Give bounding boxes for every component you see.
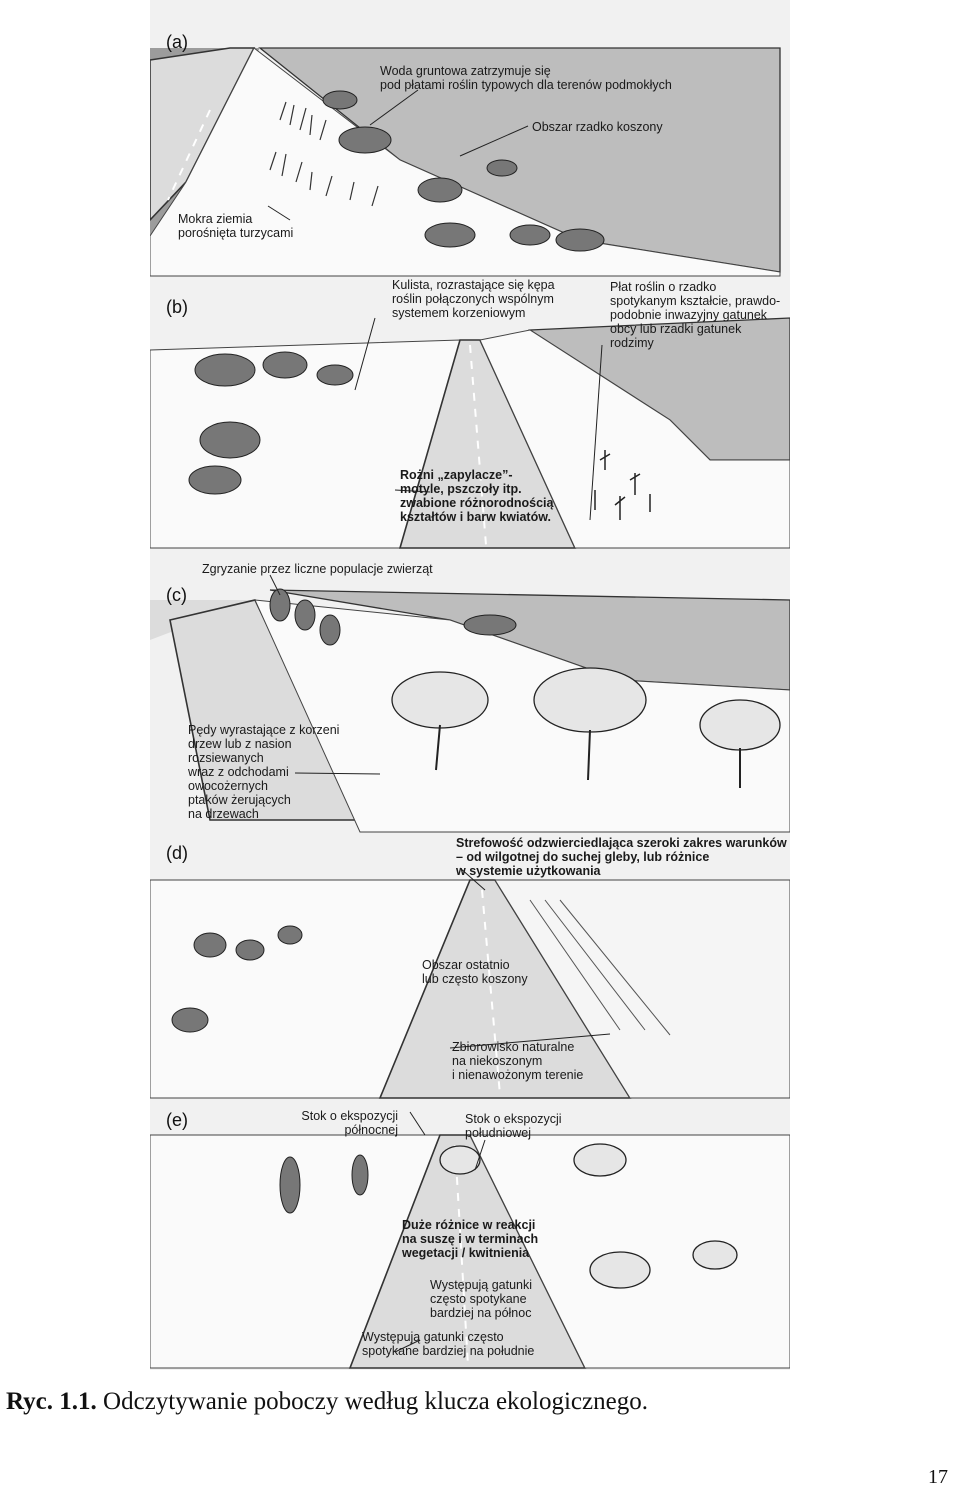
callout-wet-ground: Mokra ziemia porośnięta turzycami xyxy=(178,212,294,240)
panel-label-d: (d) xyxy=(166,843,188,863)
panel-b-drawing xyxy=(150,317,790,549)
panel-e-drawing xyxy=(150,1111,790,1369)
callout-southern-species: Występują gatunki często spotykane bardz… xyxy=(362,1330,535,1358)
panel-label-b: (b) xyxy=(166,297,188,317)
panel-c-drawing xyxy=(150,574,790,833)
callout-south-slope: Stok o ekspozycji południowej xyxy=(465,1112,562,1140)
callout-groundwater: Woda gruntowa zatrzymuje się pod płatami… xyxy=(380,64,672,92)
callout-shoots: Pędy wyrastające z korzeni drzew lub z n… xyxy=(188,723,340,821)
figure-caption: Ryc. 1.1. Odczytywanie poboczy według kl… xyxy=(6,1388,648,1416)
callout-patch: Płat roślin o rzadko spotykanym kształci… xyxy=(610,280,781,350)
callout-northern-species: Występują gatunki często spotykane bardz… xyxy=(430,1278,533,1320)
panel-label-c: (c) xyxy=(166,585,187,605)
callout-recently-mown: Obszar ostatnio lub często koszony xyxy=(422,958,528,986)
roadside-figure: (a) (b) (c) (d) (e) Woda gruntowa zatrzy… xyxy=(150,0,790,1370)
callout-pollinators: Rożni „zapylacze”- motyle, pszczoły itp.… xyxy=(400,468,554,524)
callout-grazing: Zgryzanie przez liczne populacje zwierzą… xyxy=(202,562,433,576)
callout-north-slope: Stok o ekspozycji północnej xyxy=(301,1109,398,1137)
panel-label-a: (a) xyxy=(166,32,188,52)
roadside-illustration xyxy=(150,47,790,1369)
panel-d-drawing xyxy=(150,867,790,1099)
panel-label-e: (e) xyxy=(166,1110,188,1130)
callout-zonation: Strefowość odzwierciedlająca szeroki zak… xyxy=(456,836,787,878)
page-number: 17 xyxy=(928,1466,948,1488)
caption-number: Ryc. 1.1. xyxy=(6,1388,97,1415)
callout-rarely-mown: Obszar rzadko koszony xyxy=(532,120,663,134)
panel-a-drawing xyxy=(150,47,781,277)
callout-drought: Duże różnice w reakcji na suszę i w term… xyxy=(402,1218,539,1260)
callout-clump: Kulista, rozrastające się kępa roślin po… xyxy=(392,278,555,320)
caption-text: Odczytywanie poboczy według klucza ekolo… xyxy=(103,1388,648,1415)
callout-natural-community: Zbiorowisko naturalne na niekoszonym i n… xyxy=(452,1040,584,1082)
